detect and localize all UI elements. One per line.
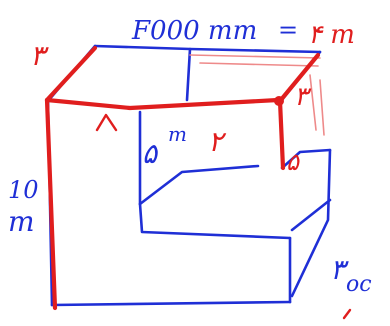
right-depth-label: ۳ (294, 82, 308, 112)
red-top-front (44, 97, 281, 111)
bottom-right-label: ۳ (330, 253, 346, 286)
bottom-front-edge (50, 300, 292, 307)
inner-height-label: ۵ (142, 137, 158, 170)
top-back-edge (93, 44, 322, 54)
red-check-mark (95, 113, 118, 132)
right-step-edge (290, 198, 332, 232)
construction-lines (189, 54, 325, 136)
notch-diagonal-edge (138, 164, 260, 206)
right-back-edge (290, 148, 332, 298)
top-left-edge-label: ۳ (30, 39, 46, 72)
red-right-diagonal (277, 52, 321, 104)
equals-sign: = (278, 16, 299, 44)
right-inner-height-label: ۵ (286, 148, 299, 176)
red-right-height (277, 98, 286, 171)
right-inner-step-edge (280, 148, 332, 170)
top-dimension-label: F000 mm (132, 16, 258, 46)
bottom-right-suffix: oc (346, 272, 372, 297)
inner-vertical-edge (185, 47, 192, 102)
inner-height-unit: m (168, 122, 187, 146)
red-left-diagonal (44, 45, 98, 103)
red-corner-dot (274, 96, 284, 106)
left-height-unit: m (8, 205, 35, 238)
red-highlight (44, 45, 352, 320)
notch-bottom-edge (138, 202, 292, 240)
inner-depth-label: ۲ (208, 125, 224, 158)
left-height-value: 10 (8, 176, 39, 204)
top-dimension-converted: ۴ m (308, 20, 355, 50)
red-left-height (44, 97, 58, 311)
